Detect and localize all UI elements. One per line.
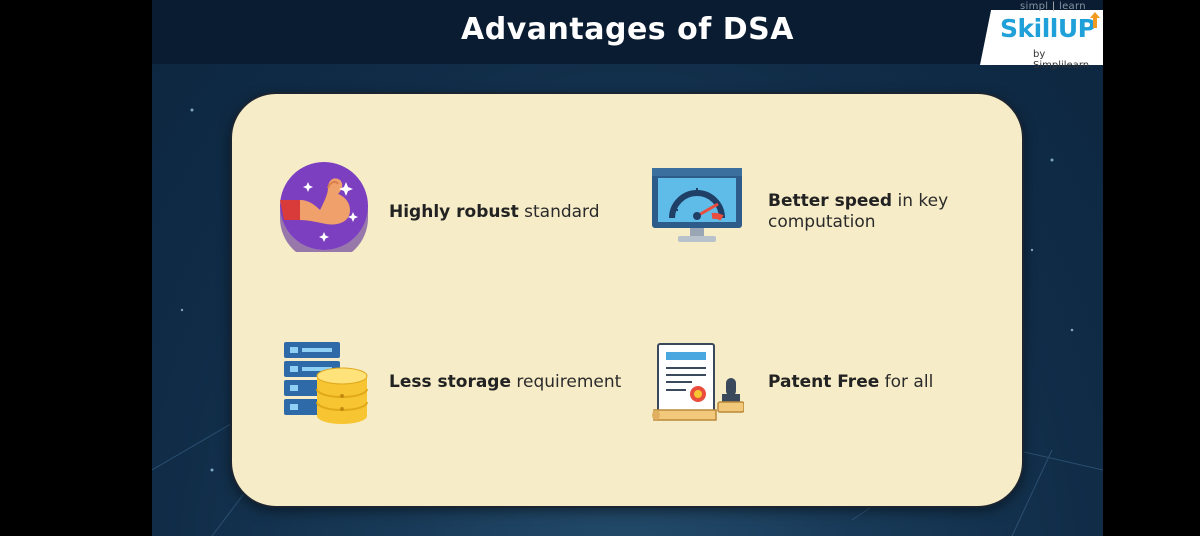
advantage-2-line2: computation [768, 212, 876, 232]
logo-top-right: learn [1059, 1, 1086, 12]
flexed-bicep-icon [280, 162, 368, 252]
advantages-card: Highly robust standard Better speed in k… [232, 94, 1022, 506]
presentation-slide: Advantages of DSA simpl | learn SkillUP … [152, 0, 1103, 536]
certificate-stamp-icon [652, 343, 744, 421]
advantage-1-bold: Highly robust [389, 202, 519, 222]
logo-arrow-icon [1090, 12, 1100, 28]
title-bar [152, 0, 1103, 64]
server-database-icon [284, 342, 368, 424]
slide-title: Advantages of DSA [461, 12, 794, 47]
speedometer-monitor-icon [652, 168, 742, 242]
advantage-2-rest: in key [892, 191, 949, 211]
letterbox-left [0, 0, 152, 536]
advantage-4-rest: for all [879, 372, 934, 392]
skillup-logo [980, 10, 1103, 65]
advantage-4-text: Patent Free for all [768, 372, 933, 393]
logo-subtitle: by Simplilearn [1033, 49, 1090, 71]
advantage-1-text: Highly robust standard [389, 202, 600, 223]
logo-top-left: simpl [1020, 1, 1049, 12]
logo-top-text: simpl | learn [1020, 1, 1086, 12]
advantage-3-bold: Less storage [389, 372, 511, 392]
advantage-2-text: Better speed in key computation [768, 191, 948, 233]
letterbox-right [1103, 0, 1200, 536]
advantage-3-text: Less storage requirement [389, 372, 621, 393]
logo-wordmark: SkillUP [1000, 14, 1096, 43]
advantage-4-bold: Patent Free [768, 372, 880, 392]
advantage-1-rest: standard [518, 202, 600, 222]
advantage-2-bold: Better speed [768, 191, 893, 211]
advantage-3-rest: requirement [511, 372, 622, 392]
